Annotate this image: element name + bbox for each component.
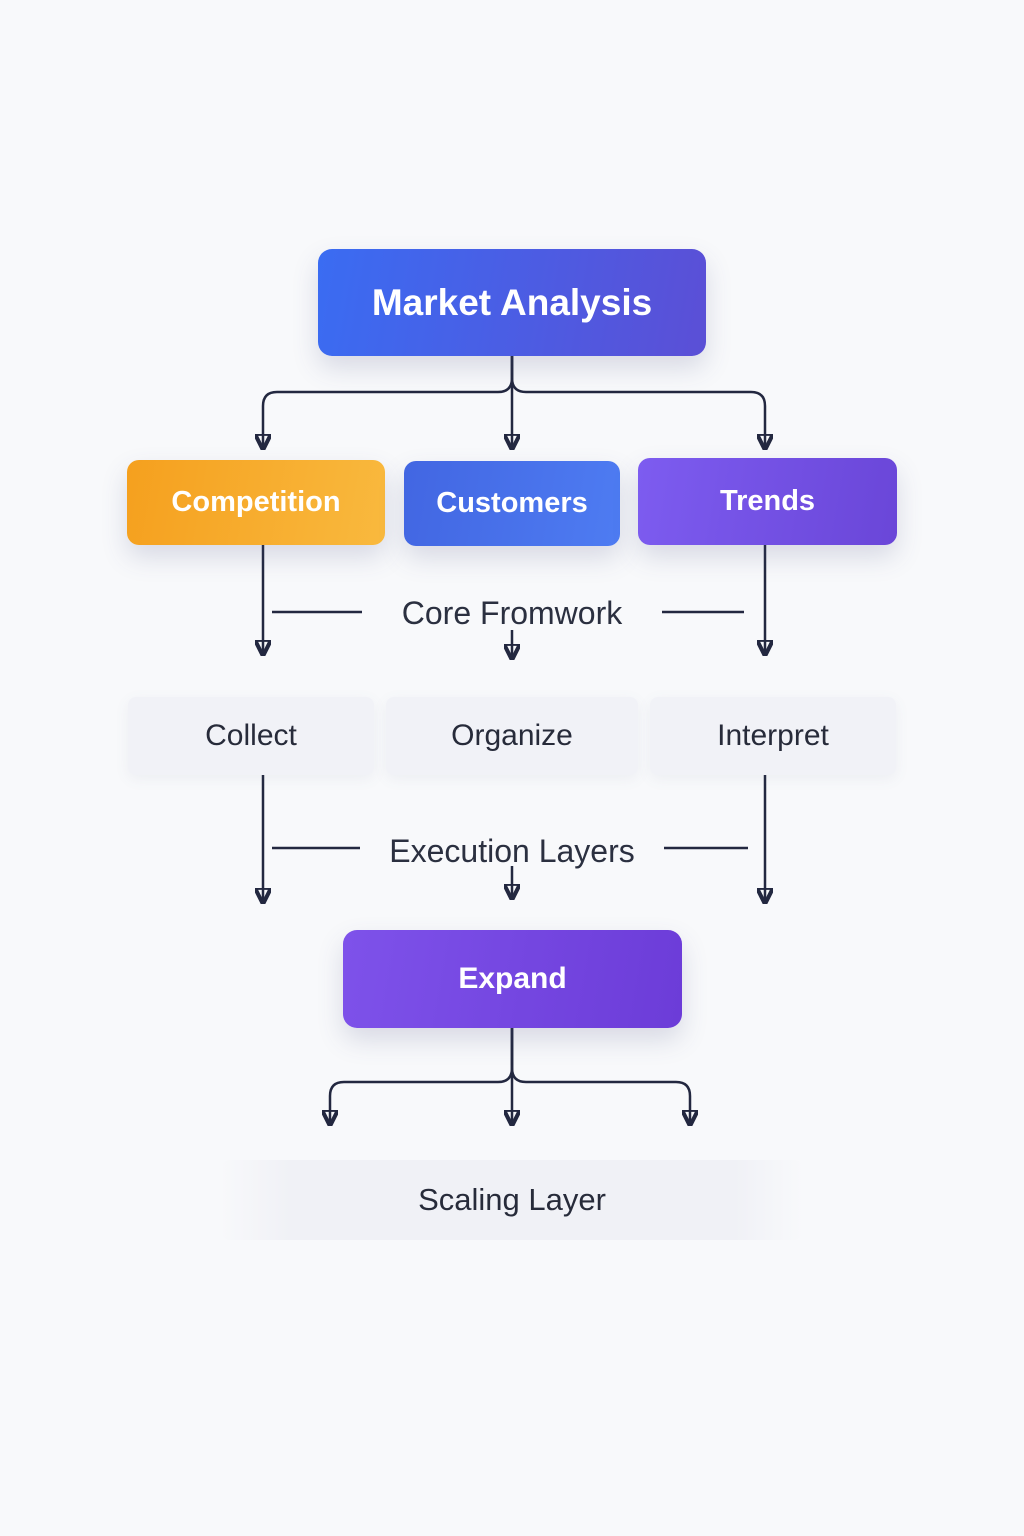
connector-expand-left — [330, 1028, 514, 1122]
scaling-layer-label: Scaling Layer — [418, 1182, 606, 1217]
connector-expand-right — [510, 1028, 690, 1122]
section-label-execution-layers: Execution Layers — [0, 833, 1024, 870]
node-market-analysis-label: Market Analysis — [371, 281, 653, 323]
node-interpret: Interpret — [650, 697, 896, 775]
node-competition: Competition — [127, 460, 385, 545]
node-competition-label: Competition — [171, 486, 341, 518]
connector-root-left — [263, 356, 514, 446]
node-organize: Organize — [386, 697, 638, 775]
section-label-core-framework: Core Fromwork — [0, 595, 1024, 632]
node-collect-label: Collect — [205, 719, 297, 752]
node-organize-label: Organize — [451, 719, 573, 752]
node-trends-label: Trends — [719, 485, 816, 517]
scaling-layer-bar: Scaling Layer — [220, 1160, 804, 1240]
node-expand: Expand — [343, 930, 682, 1028]
section-label-execution-layers-text: Execution Layers — [389, 833, 635, 869]
node-collect: Collect — [128, 697, 374, 775]
node-customers-label: Customers — [436, 487, 588, 519]
node-trends: Trends — [638, 458, 897, 545]
node-interpret-label: Interpret — [717, 719, 829, 752]
node-market-analysis: Market Analysis — [318, 249, 706, 356]
section-label-core-framework-text: Core Fromwork — [401, 595, 623, 631]
node-expand-label: Expand — [458, 962, 567, 995]
node-customers: Customers — [404, 461, 620, 546]
connector-root-right — [510, 356, 765, 446]
